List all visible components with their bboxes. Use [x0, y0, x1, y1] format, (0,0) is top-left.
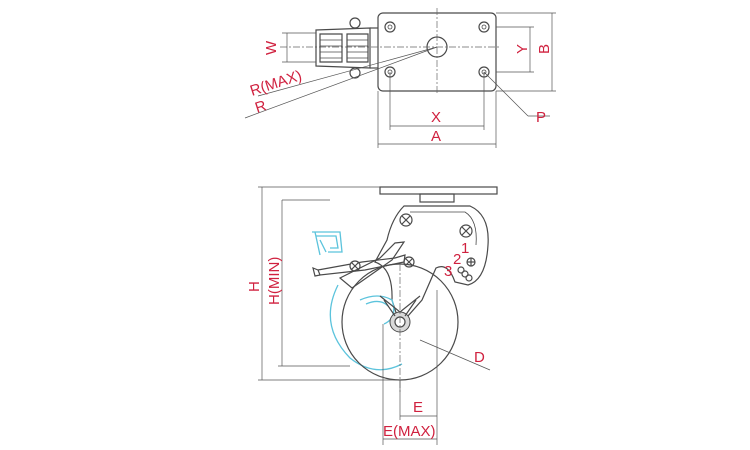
label-e: E	[413, 399, 423, 416]
label-w: W	[263, 40, 280, 55]
brake-lever-side	[312, 241, 406, 289]
label-r: R	[253, 97, 269, 117]
side-view	[258, 186, 498, 445]
label-d: D	[474, 349, 485, 366]
label-brake-2: 2	[453, 251, 461, 268]
brake-pedal-top	[315, 17, 378, 79]
label-r-max: R(MAX)	[248, 67, 304, 100]
fork-body	[374, 205, 489, 327]
label-b: B	[536, 44, 553, 54]
label-brake-3: 3	[444, 263, 452, 280]
label-x: X	[431, 109, 441, 126]
mount-plate-side	[379, 186, 498, 195]
swing-indicators	[312, 231, 403, 371]
label-y: Y	[514, 44, 531, 54]
label-h: H	[246, 281, 263, 292]
label-p: P	[536, 109, 546, 126]
label-a: A	[431, 128, 441, 145]
label-brake-1: 1	[461, 240, 469, 257]
label-e-max: E(MAX)	[383, 423, 436, 440]
top-view	[244, 8, 556, 148]
label-h-min: H(MIN)	[266, 257, 283, 305]
bolt-holes	[384, 21, 490, 78]
